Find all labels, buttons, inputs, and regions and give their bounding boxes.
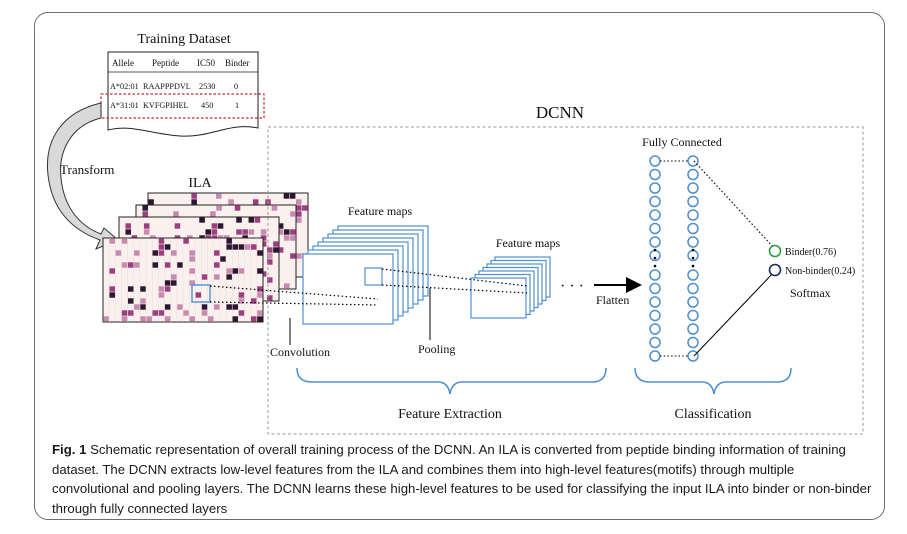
neuron-node bbox=[649, 195, 661, 208]
neuron-node bbox=[687, 236, 699, 248]
neuron-node bbox=[687, 323, 699, 335]
training-dataset: Training Dataset Allele Peptide IC50 Bin… bbox=[100, 32, 265, 137]
neuron-node bbox=[649, 296, 661, 308]
neuron-node bbox=[687, 296, 699, 308]
neuron-node bbox=[687, 309, 699, 322]
header-allele: Allele bbox=[112, 58, 134, 68]
dcnn-box bbox=[267, 126, 864, 435]
figure-caption: Fig. 1 Schematic representation of overa… bbox=[52, 440, 872, 518]
feature-maps-2 bbox=[470, 256, 551, 319]
neuron-node bbox=[687, 209, 699, 221]
softmax-label: Softmax bbox=[790, 286, 831, 300]
feature-map bbox=[470, 277, 527, 319]
neuron-node bbox=[649, 336, 661, 349]
row1-allele: A*02:01 bbox=[110, 82, 139, 91]
ila-stack: ILA bbox=[102, 176, 309, 323]
neuron-node bbox=[687, 336, 699, 349]
dcnn-label: DCNN bbox=[536, 103, 584, 122]
feature-extraction-brace bbox=[296, 367, 607, 395]
pooling-label: Pooling bbox=[418, 342, 455, 356]
non-binder-node bbox=[768, 263, 782, 277]
neuron-node bbox=[649, 282, 661, 295]
fully-connected-layers bbox=[649, 155, 699, 362]
row1-ic50: 2530 bbox=[199, 82, 215, 91]
feature-maps-1-label: Feature maps bbox=[348, 204, 413, 218]
row2-ic50: 450 bbox=[201, 101, 213, 110]
binder-label: Binder(0.76) bbox=[785, 247, 836, 258]
neuron-node bbox=[649, 182, 661, 194]
transform-arrow: Transform bbox=[46, 102, 119, 250]
neuron-node bbox=[649, 222, 661, 235]
ila-layer bbox=[102, 237, 264, 323]
non-binder-label: Non-binder(0.24) bbox=[785, 266, 855, 277]
feature-maps-2-label: Feature maps bbox=[496, 236, 561, 250]
neuron-node bbox=[649, 323, 661, 335]
transform-label: Transform bbox=[60, 162, 114, 177]
neuron-node bbox=[687, 182, 699, 194]
row2-binder: 1 bbox=[235, 101, 239, 110]
row2-peptide: KVFGPIHEL bbox=[143, 101, 189, 110]
header-binder: Binder bbox=[225, 58, 250, 68]
convolution-label: Convolution bbox=[270, 345, 330, 359]
neuron-node bbox=[649, 209, 661, 221]
output-layer: Binder(0.76) Non-binder(0.24) Softmax bbox=[693, 160, 855, 357]
classification-label: Classification bbox=[675, 407, 752, 422]
neuron-node bbox=[687, 282, 699, 295]
row1-peptide: RAAPPPDVL bbox=[143, 82, 191, 91]
classification-brace bbox=[634, 367, 792, 395]
neuron-node bbox=[649, 155, 661, 167]
figure-label: Fig. 1 bbox=[52, 442, 87, 457]
neuron-node bbox=[687, 155, 699, 167]
neuron-node bbox=[687, 350, 699, 362]
neuron-node bbox=[649, 168, 661, 181]
ellipsis: · · · bbox=[560, 278, 584, 295]
neuron-node bbox=[649, 350, 661, 362]
ila-label: ILA bbox=[188, 176, 212, 191]
fully-connected-label: Fully Connected bbox=[642, 135, 722, 149]
neuron-node bbox=[687, 269, 699, 281]
conv-window bbox=[191, 284, 211, 303]
flatten-label: Flatten bbox=[596, 293, 629, 307]
figure-frame bbox=[34, 12, 885, 520]
neuron-node bbox=[687, 222, 699, 235]
row2-allele: A*31:01 bbox=[110, 101, 139, 110]
row1-binder: 0 bbox=[234, 82, 238, 91]
header-ic50: IC50 bbox=[197, 58, 216, 68]
header-peptide: Peptide bbox=[152, 58, 179, 68]
projection-lines bbox=[209, 268, 528, 306]
neuron-node bbox=[649, 236, 661, 248]
neuron-node bbox=[687, 168, 699, 181]
feature-extraction-label: Feature Extraction bbox=[398, 407, 502, 422]
pool-window bbox=[364, 267, 383, 286]
caption-text: Schematic representation of overall trai… bbox=[52, 442, 872, 516]
binder-node bbox=[768, 244, 782, 258]
dataset-title: Training Dataset bbox=[137, 32, 230, 47]
feature-map bbox=[302, 253, 394, 325]
neuron-node bbox=[687, 195, 699, 208]
neuron-node bbox=[649, 309, 661, 322]
neuron-node bbox=[649, 269, 661, 281]
